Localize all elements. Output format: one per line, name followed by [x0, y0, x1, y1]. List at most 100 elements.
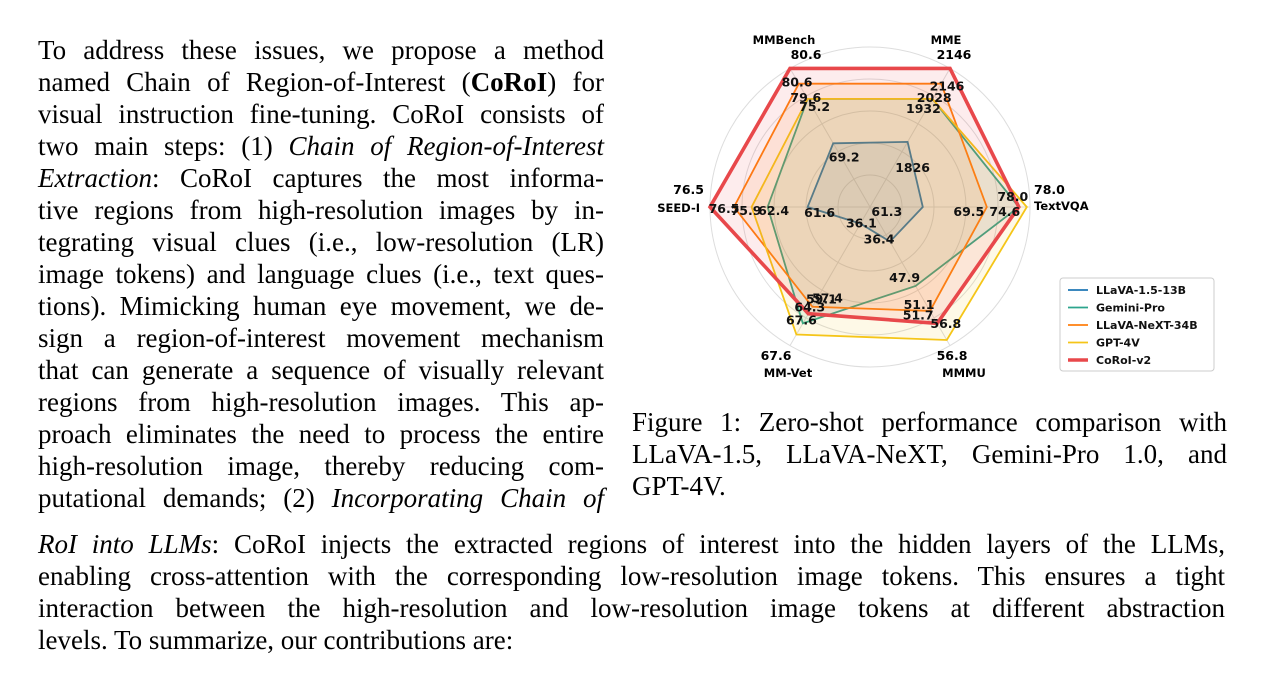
axis-label-mme: MME — [931, 33, 962, 47]
data-label: 51.7 — [903, 307, 934, 322]
data-label: 36.1 — [846, 216, 877, 231]
text-line: regions from high-resolution images. Thi… — [38, 386, 604, 418]
text-line: levels. To summarize, our contributions … — [38, 624, 1225, 656]
caption-line: Figure 1: Zero-shot performance comparis… — [632, 407, 1227, 437]
legend-entry: Gemini-Pro — [1096, 302, 1165, 315]
text-line: two main steps: (1) Chain of Region-of-I… — [38, 130, 604, 162]
text-span: putational demands; (2) — [38, 483, 332, 513]
text-span: that can generate a sequence of visually… — [38, 355, 604, 385]
text-line: proach eliminates the need to process th… — [38, 418, 604, 450]
text-span: named Chain of Region-of-Interest ( — [38, 67, 471, 97]
caption-line: GPT-4V. — [632, 471, 726, 501]
axis-max-label: 78.0 — [1034, 182, 1065, 197]
data-label: 2146 — [930, 79, 965, 94]
data-label: 57.4 — [812, 291, 843, 306]
axis-label-mm-vet: MM-Vet — [764, 366, 813, 380]
text-line: high-resolution image, thereby reducing … — [38, 450, 604, 482]
text-span: ) for — [547, 67, 605, 97]
legend-entry: GPT-4V — [1096, 337, 1140, 350]
data-label: 1932 — [906, 101, 941, 116]
legend-entry: CoRoI-v2 — [1096, 354, 1151, 367]
text-span: levels. To summarize, our contributions … — [38, 625, 514, 655]
text-span: To address these issues, we propose a me… — [38, 35, 604, 65]
text-span: proach eliminates the need to process th… — [38, 419, 604, 449]
text-span: : CoRoI captures the most informa- — [151, 163, 604, 193]
text-span: high-resolution image, thereby reducing … — [38, 451, 604, 481]
bold-text: CoRoI — [470, 67, 548, 97]
text-span: tive regions from high-resolution images… — [38, 195, 604, 225]
data-label: 78.0 — [997, 189, 1028, 204]
axis-max-label: 2146 — [937, 47, 972, 62]
axis-max-label: 80.6 — [791, 47, 822, 62]
text-span: : CoRoI injects the extracted regions of… — [211, 529, 1225, 559]
axis-label-textvqa: TextVQA — [1034, 199, 1089, 213]
data-label: 51.1 — [904, 297, 935, 312]
legend-box — [1059, 277, 1215, 372]
data-label: 64.3 — [794, 299, 825, 314]
legend-entry: LLaVA-1.5-13B — [1096, 284, 1186, 297]
text-line: Extraction: CoRoI captures the most info… — [38, 162, 604, 194]
radar-chart: 69.2 1826 61.3 36.436.1 61.6 75.2 1932 47.9 64.3… — [657, 33, 1215, 380]
data-label: 56.8 — [930, 316, 961, 331]
data-label: 80.6 — [782, 75, 813, 90]
axis-max-label: 76.5 — [673, 182, 704, 197]
text-line: tegrating visual clues (i.e., low-resolu… — [38, 226, 604, 258]
data-label: 69.2 — [829, 149, 860, 164]
text-span: sign a region-of-interest movement mecha… — [38, 323, 604, 353]
data-label: 74.6 — [989, 204, 1020, 219]
text-span: image tokens) and language clues (i.e., … — [38, 259, 604, 289]
text-line: tive regions from high-resolution images… — [38, 194, 604, 226]
series-polygon-coroi-v2 — [707, 66, 1021, 326]
text-line: To address these issues, we propose a me… — [38, 34, 604, 66]
text-line: visual instruction fine-tuning. CoRoI co… — [38, 98, 604, 130]
text-line: tions). Mimicking human eye movement, we… — [38, 290, 604, 322]
italic-text: Extraction — [38, 163, 152, 193]
text-span: enabling cross-attention with the corres… — [38, 561, 1225, 591]
axis-label-mmbench: MMBench — [753, 33, 816, 47]
caption-line: LLaVA-1.5, LLaVA-NeXT, Gemini-Pro 1.0, a… — [632, 439, 1227, 469]
data-label: 67.6 — [786, 312, 817, 327]
text-line: RoI into LLMs: CoRoI injects the extract… — [38, 528, 1225, 560]
grid-spoke — [789, 68, 871, 208]
data-label: 79.6 — [790, 90, 821, 105]
data-label: 47.9 — [889, 270, 920, 285]
italic-text: Incorporating Chain of — [331, 483, 604, 513]
data-label: 75.2 — [799, 99, 830, 114]
axis-max-label: 67.6 — [761, 348, 792, 363]
text-line: sign a region-of-interest movement mecha… — [38, 322, 604, 354]
legend-entry: LLaVA-NeXT-34B — [1096, 319, 1198, 332]
text-line: enabling cross-attention with the corres… — [38, 560, 1225, 592]
text-span: interaction between the high-resolution … — [38, 593, 1225, 623]
text-line: image tokens) and language clues (i.e., … — [38, 258, 604, 290]
text-span: tions). Mimicking human eye movement, we… — [38, 291, 604, 321]
series-polygon-gpt-4v — [750, 98, 1028, 341]
figure-caption: Figure 1: Zero-shot performance comparis… — [632, 406, 1227, 502]
series-polygon-llava-1-5-13b — [806, 140, 924, 243]
text-line: that can generate a sequence of visually… — [38, 354, 604, 386]
data-label: 2028 — [917, 90, 952, 105]
text-span: visual instruction fine-tuning. CoRoI co… — [38, 99, 604, 129]
italic-text: Chain of Region-of-Interest — [288, 131, 604, 161]
text-span: regions from high-resolution images. Thi… — [38, 387, 604, 417]
italic-text: RoI into LLMs — [38, 529, 212, 559]
series-polygon-llava-next-34b — [732, 82, 988, 312]
data-label: 1826 — [895, 160, 930, 175]
grid-spoke — [869, 68, 951, 208]
text-line: putational demands; (2) Incorporating Ch… — [38, 482, 604, 514]
text-line: interaction between the high-resolution … — [38, 592, 1225, 624]
axis-label-mmmu: MMMU — [942, 366, 986, 380]
text-line: named Chain of Region-of-Interest (CoRoI… — [38, 66, 604, 98]
data-label: 59.1 — [806, 292, 837, 307]
data-label: 76.5 — [709, 201, 740, 216]
data-label: 61.6 — [804, 205, 835, 220]
data-label: 61.3 — [871, 204, 902, 219]
data-label: 69.5 — [953, 204, 984, 219]
data-label: 36.4 — [864, 232, 895, 247]
axis-max-label: 56.8 — [937, 348, 968, 363]
data-label: 62.4 — [758, 203, 789, 218]
axis-label-seed-i: SEED-I — [657, 201, 700, 215]
data-label: 75.9 — [731, 203, 762, 218]
text-span: two main steps: (1) — [38, 131, 289, 161]
text-span: tegrating visual clues (i.e., low-resolu… — [38, 227, 604, 257]
